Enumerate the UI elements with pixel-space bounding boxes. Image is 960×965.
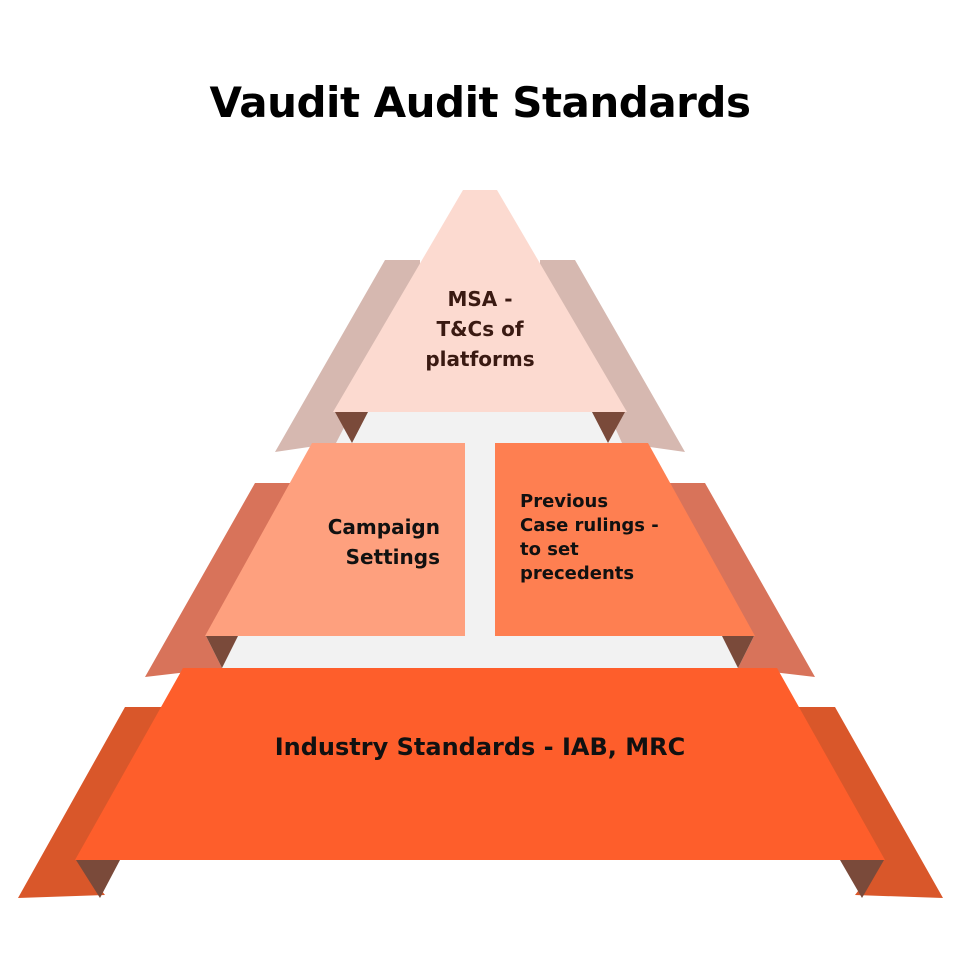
middle-tier-fold-left [206, 636, 238, 668]
middle-tier-left [205, 443, 465, 636]
middle-left-tier-label-line: Settings [345, 545, 440, 569]
bottom-tier [75, 668, 885, 860]
bottom-tier-shadow-left [18, 707, 165, 898]
middle-left-tier-label: Campaign Settings [250, 512, 440, 572]
middle-right-tier-label-line: Previous [520, 491, 609, 512]
top-tier-fold-right [592, 412, 625, 443]
middle-tier-right [495, 443, 755, 636]
tier-gap-bottom [200, 636, 760, 668]
tier-gap-top [310, 412, 650, 445]
middle-tier-fold-right [722, 636, 754, 668]
bottom-tier-label: Industry Standards - IAB, MRC [274, 733, 686, 761]
page-title: Vaudit Audit Standards [209, 78, 751, 127]
middle-right-tier-label-line: precedents [520, 563, 635, 584]
middle-right-tier-label-line: Case rulings - [520, 515, 659, 536]
bottom-tier-fold-left [76, 860, 120, 898]
middle-left-tier-label-line: Campaign [327, 515, 440, 539]
top-tier-label-line: platforms [425, 347, 535, 371]
top-tier-label-line: T&Cs of [436, 317, 524, 341]
middle-right-tier-label: Previous Case rulings - to set precedent… [520, 490, 720, 586]
top-tier-fold-left [335, 412, 368, 443]
top-tier [333, 190, 627, 412]
top-tier-label-line: MSA - [447, 287, 513, 311]
tier-gap-vertical [465, 440, 495, 640]
bottom-tier-fold-right [840, 860, 884, 898]
top-tier-label: MSA - T&Cs of platforms [380, 284, 580, 374]
middle-right-tier-label-line: to set [520, 539, 579, 560]
bottom-tier-shadow-right [795, 707, 943, 898]
